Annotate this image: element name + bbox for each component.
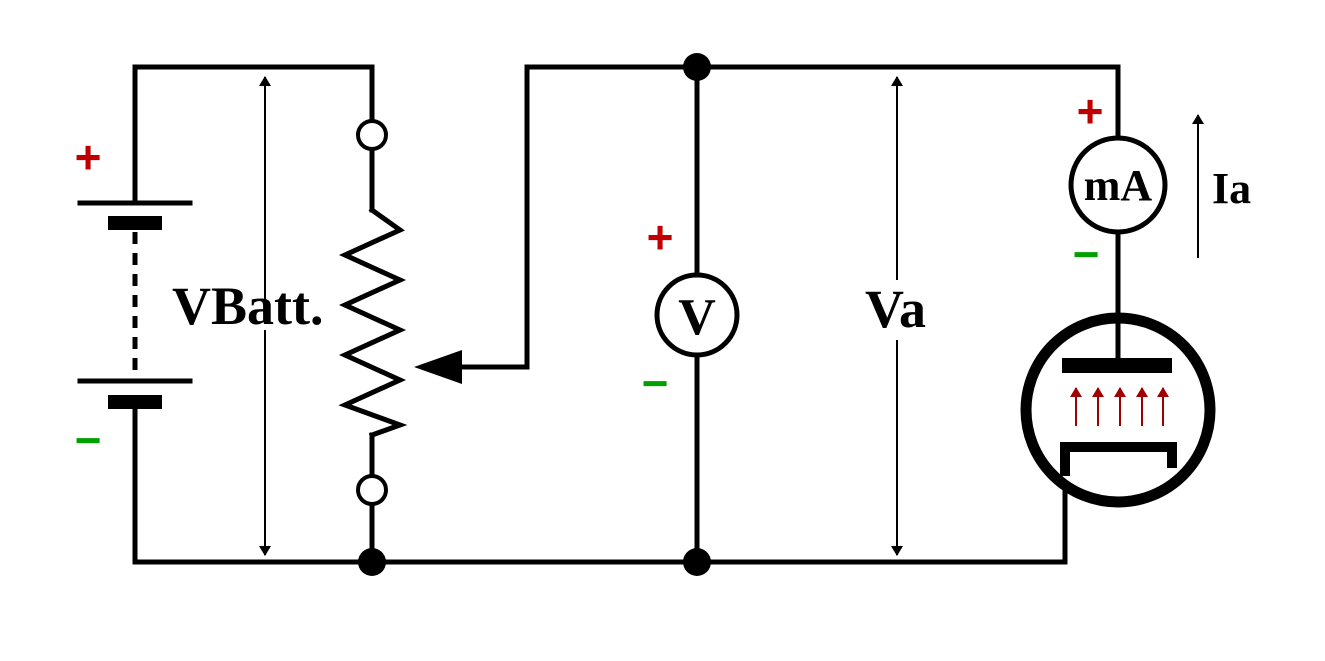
terminal-top xyxy=(356,119,388,151)
junction-dot-icon xyxy=(683,53,711,81)
electron-flow-arrows xyxy=(1070,387,1169,426)
vacuum-diode xyxy=(1020,312,1216,508)
battery-loop-wires xyxy=(132,64,1068,565)
ammeter-plus-sign: + xyxy=(1077,85,1104,137)
cathode xyxy=(1060,442,1177,476)
ammeter-branch xyxy=(1068,135,1168,321)
voltmeter-icon xyxy=(654,272,740,358)
ammeter-minus-sign: − xyxy=(1073,228,1100,280)
wiper xyxy=(414,64,1121,384)
anode-plate xyxy=(1062,358,1172,373)
milliammeter-label: mA xyxy=(1084,161,1153,210)
terminal-bottom xyxy=(356,474,388,506)
battery-minus-sign: − xyxy=(75,414,102,466)
voltmeter-plus-sign: + xyxy=(647,211,674,263)
voltmeter-label: V xyxy=(678,289,716,346)
voltmeter-minus-sign: − xyxy=(642,357,669,409)
junctions xyxy=(358,53,711,576)
vbatt-label: VBatt. xyxy=(172,276,323,336)
junction-dot-icon xyxy=(358,548,386,576)
voltmeter-branch xyxy=(654,64,740,565)
wiper-arrowhead-icon xyxy=(414,350,462,384)
potentiometer xyxy=(338,119,408,506)
battery-plus-sign: + xyxy=(75,131,102,183)
junction-dot-icon xyxy=(683,548,711,576)
va-label: Va xyxy=(865,279,926,339)
battery xyxy=(77,200,193,409)
ia-label: Ia xyxy=(1212,164,1251,213)
